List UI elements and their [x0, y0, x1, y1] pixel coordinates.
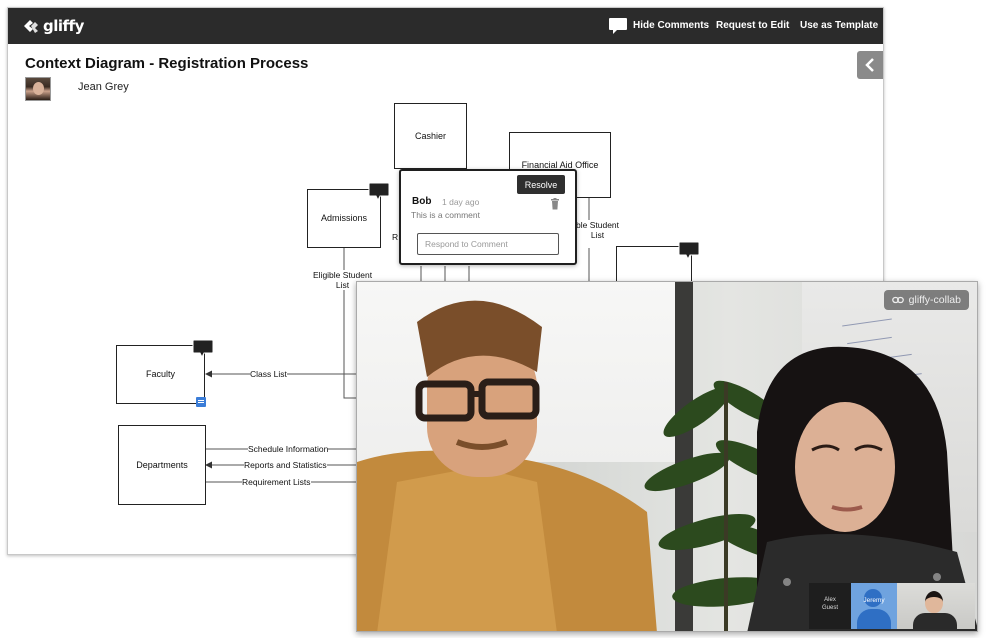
- gliffy-logo[interactable]: gliffy: [22, 15, 84, 37]
- author-name: Jean Grey: [78, 81, 129, 93]
- participant-tile-jeremy[interactable]: Jeremy: [851, 583, 897, 629]
- chevron-left-icon: [865, 58, 874, 72]
- hide-comments-label: Hide Comments: [633, 20, 710, 31]
- label-eligible-student-list-right: ble Student List: [576, 220, 620, 241]
- gliffy-logo-text: gliffy: [43, 17, 84, 35]
- label-line-2: List: [335, 280, 350, 291]
- avatar: [864, 589, 882, 607]
- hide-comments-button[interactable]: Hide Comments: [608, 8, 709, 44]
- participant-video-man: [357, 300, 657, 631]
- label-line-2: List: [590, 230, 605, 241]
- avatar-body: [857, 609, 891, 629]
- document-title: Context Diagram - Registration Process: [25, 55, 309, 72]
- comment-text: This is a comment: [411, 210, 480, 220]
- label-schedule-information: Schedule Information: [248, 444, 329, 455]
- node-departments[interactable]: Departments: [118, 425, 206, 505]
- comment-author: Bob: [412, 196, 432, 207]
- participant-tile-self[interactable]: [897, 583, 975, 629]
- participant-name: Jeremy: [863, 597, 885, 604]
- comment-bubble-icon: [609, 18, 627, 34]
- collapse-panel-button[interactable]: [857, 51, 883, 79]
- note-icon[interactable]: [196, 397, 206, 407]
- self-video-face: [925, 591, 943, 613]
- participant-tile-alex[interactable]: Alex Guest: [809, 583, 851, 629]
- node-cashier[interactable]: Cashier: [394, 103, 467, 169]
- link-icon: [891, 296, 904, 304]
- label-reports-and-statistics: Reports and Statistics: [244, 460, 327, 471]
- top-toolbar: gliffy Hide Comments Request to Edit Use…: [8, 8, 883, 44]
- comment-marker-faculty-icon[interactable]: [192, 339, 214, 359]
- node-faculty[interactable]: Faculty: [116, 345, 205, 404]
- label-admissions-partial: R: [392, 232, 399, 243]
- request-to-edit-button[interactable]: Request to Edit: [716, 20, 790, 31]
- resolve-button[interactable]: Resolve: [517, 175, 565, 194]
- gliffy-logo-icon: [24, 20, 38, 33]
- room-name: gliffy-collab: [908, 294, 961, 306]
- participant-name: Alex: [824, 597, 836, 603]
- respond-to-comment-input[interactable]: [417, 233, 559, 255]
- label-line-1: ble Student: [576, 220, 620, 230]
- author-avatar: [25, 77, 51, 101]
- participant-role: Guest: [821, 604, 838, 611]
- comment-marker-student-icon[interactable]: [678, 241, 700, 261]
- participant-thumbnails: Alex Guest Jeremy: [809, 583, 975, 629]
- connector-admissions: [343, 248, 358, 399]
- comment-timestamp: 1 day ago: [442, 197, 480, 207]
- whiteboard-writing: [842, 318, 892, 327]
- video-call-window: gliffy-collab Alex Guest Jeremy: [356, 281, 978, 632]
- self-video-body: [913, 613, 957, 629]
- room-link-button[interactable]: gliffy-collab: [883, 290, 969, 310]
- node-financial-aid-office[interactable]: Financial Aid Office: [509, 132, 611, 198]
- label-class-list: Class List: [250, 369, 287, 380]
- label-line-1: Eligible Student: [313, 270, 373, 280]
- use-as-template-button[interactable]: Use as Template: [800, 20, 879, 31]
- node-admissions[interactable]: Admissions: [307, 189, 381, 248]
- label-requirement-lists: Requirement Lists: [242, 477, 311, 488]
- trash-icon[interactable]: [550, 198, 560, 210]
- comment-marker-admissions-icon[interactable]: [368, 182, 390, 202]
- comment-popup: Resolve Bob 1 day ago This is a comment: [399, 169, 577, 265]
- diagram-canvas[interactable]: Cashier Financial Aid Office Admissions …: [8, 8, 883, 554]
